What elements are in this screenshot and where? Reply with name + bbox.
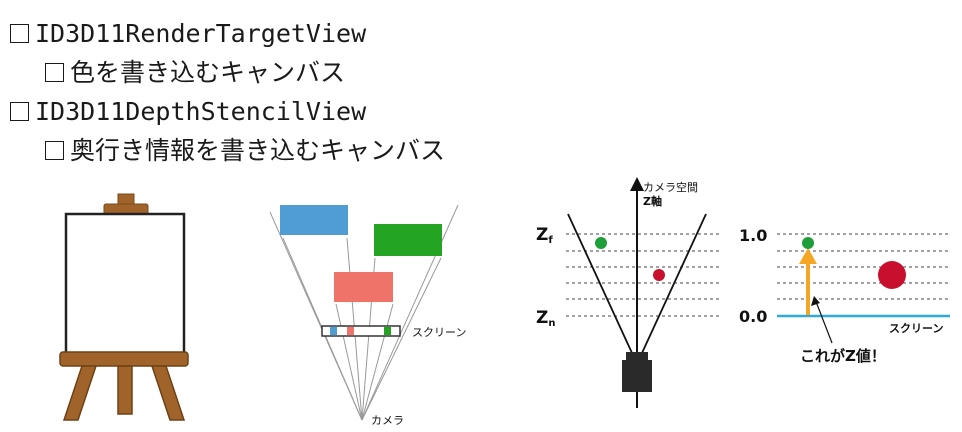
camera-space-diagram: カメラ空間 Z軸 Zf Zn bbox=[536, 177, 720, 408]
easel-illustration bbox=[59, 193, 189, 421]
depth-screen-label: スクリーン bbox=[889, 322, 943, 335]
zf-label: Zf bbox=[536, 225, 553, 246]
projection-diagram: スクリーン カメラ bbox=[269, 204, 466, 427]
checkbox-icon bbox=[45, 63, 64, 82]
camera-label: カメラ bbox=[371, 414, 404, 427]
blue-rect bbox=[280, 205, 348, 235]
checkbox-icon bbox=[10, 24, 29, 43]
zn-label: Zn bbox=[536, 308, 555, 329]
bullet-2-text: ID3D11DepthStencilView bbox=[35, 97, 367, 126]
red-dot bbox=[653, 269, 665, 281]
bullet-1-text: ID3D11RenderTargetView bbox=[35, 19, 367, 48]
bullet-2-sub-text: 奥行き情報を書き込むキャンバス bbox=[70, 136, 446, 165]
bottom-value: 0.0 bbox=[739, 307, 767, 326]
axis-label-line1: カメラ空間 bbox=[643, 180, 698, 194]
screen-label: スクリーン bbox=[412, 326, 466, 339]
checkbox-icon bbox=[10, 102, 29, 121]
axis-label-line2: Z軸 bbox=[643, 194, 662, 208]
bullet-2-sub: 奥行き情報を書き込むキャンバス bbox=[45, 135, 445, 167]
bullet-1-sub-text: 色を書き込むキャンバス bbox=[70, 58, 346, 87]
red-rect bbox=[334, 272, 393, 302]
top-value: 1.0 bbox=[739, 226, 767, 245]
callout-text: これがZ値！ bbox=[800, 347, 886, 365]
green-rect bbox=[374, 224, 442, 256]
screen-plane bbox=[321, 325, 401, 337]
red-dot bbox=[878, 261, 906, 289]
checkbox-icon bbox=[45, 141, 64, 160]
bullet-1-sub: 色を書き込むキャンバス bbox=[45, 57, 345, 89]
green-dot bbox=[802, 237, 814, 249]
bullet-1: ID3D11RenderTargetView bbox=[10, 18, 366, 50]
z-arrow-head bbox=[799, 248, 817, 264]
camera-icon bbox=[626, 352, 648, 360]
green-dot bbox=[595, 237, 607, 249]
bullet-2: ID3D11DepthStencilView bbox=[10, 96, 366, 128]
depth-value-diagram: 1.0 0.0 スクリーン これがZ値！ bbox=[739, 226, 950, 365]
